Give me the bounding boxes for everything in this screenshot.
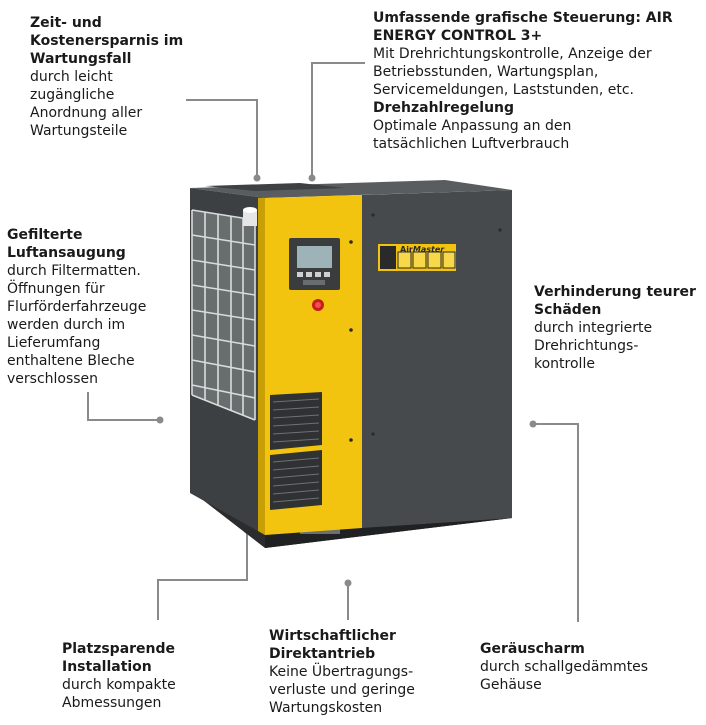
callout-drehzahl-text: Optimale Anpassung an den tatsächlichen … <box>373 118 572 152</box>
filter-grille <box>191 209 256 421</box>
callout-antrieb-text: Keine Übertragungs-verluste und geringe … <box>269 664 415 716</box>
callout-installation-title: Platzsparende Installation <box>62 641 176 675</box>
leader-line-wartung <box>186 99 258 175</box>
side-vents <box>270 392 322 510</box>
brand-plate <box>378 244 456 271</box>
leader-line-installation <box>157 533 248 620</box>
callout-geraeusch-title: Geräuscharm <box>480 641 585 657</box>
leader-line-steuerung <box>311 62 365 175</box>
brand-logo-text: AirMaster <box>400 245 445 254</box>
callout-wartung: Zeit- und Kostenersparnis im Wartungsfal… <box>30 14 220 140</box>
callout-ansaugung-text: durch Filtermatten. Öffnungen für Flurfö… <box>7 263 147 387</box>
leader-line-geraeusch <box>533 423 579 622</box>
callout-ansaugung: Gefilterte Luftansaugung durch Filtermat… <box>7 226 177 388</box>
callout-schaeden: Verhinderung teurer Schäden durch integr… <box>534 283 699 373</box>
front-panel <box>362 190 512 528</box>
pipe-fitting <box>243 210 257 226</box>
callout-antrieb: Wirtschaftlicher Direktantrieb Keine Übe… <box>269 627 444 717</box>
callout-ansaugung-title: Gefilterte Luftansaugung <box>7 227 126 261</box>
callout-schaeden-title: Verhinderung teurer Schäden <box>534 284 696 318</box>
callout-steuerung: Umfassende grafische Steuerung: AIR ENER… <box>373 9 698 153</box>
leader-line-ansaugung <box>87 392 160 421</box>
callout-schaeden-text: durch integrierte Drehrichtungs-kontroll… <box>534 320 653 372</box>
callout-geraeusch: Geräuscharm durch schallgedämmtes Gehäus… <box>480 640 690 694</box>
leader-lines <box>87 62 579 622</box>
callout-installation: Platzsparende Installation durch kompakt… <box>62 640 212 712</box>
callout-wartung-text: durch leicht zugängliche Anordnung aller… <box>30 69 143 139</box>
callout-wartung-title: Zeit- und Kostenersparnis im Wartungsfal… <box>30 15 184 67</box>
cabinet-top <box>190 180 512 198</box>
callout-steuerung-text: Mit Drehrichtungskontrolle, Anzeige der … <box>373 46 652 98</box>
callout-antrieb-title: Wirtschaftlicher Direktantrieb <box>269 628 396 662</box>
callout-installation-text: durch kompakte Abmessungen <box>62 677 176 711</box>
callout-drehzahl-title: Drehzahlregelung <box>373 100 515 116</box>
callout-geraeusch-text: durch schallgedämmtes Gehäuse <box>480 659 649 693</box>
callout-steuerung-title: Umfassende grafische Steuerung: AIR ENER… <box>373 10 673 44</box>
control-panel <box>289 238 340 290</box>
